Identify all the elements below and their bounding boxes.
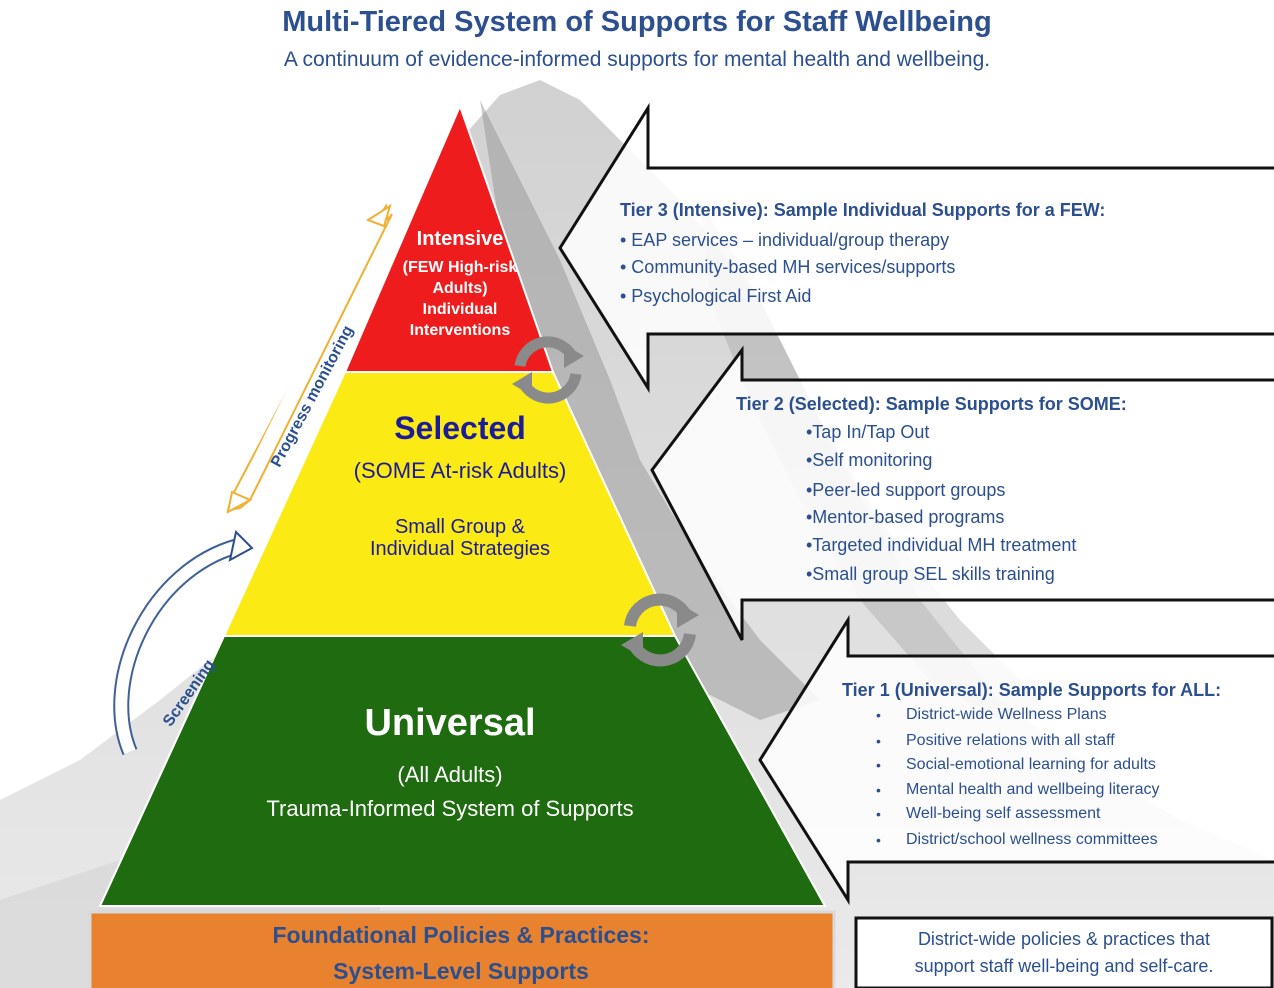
page-title: Multi-Tiered System of Supports for Staf… — [282, 6, 992, 38]
tier1-item: Social-emotional learning for adults — [906, 756, 1156, 773]
tier-intensive-line: Individual — [422, 301, 498, 318]
progress-monitoring-arrow — [226, 203, 393, 514]
tier3-item: • EAP services – individual/group therap… — [620, 230, 950, 250]
tier-selected-name: Selected — [394, 410, 526, 446]
tier2-heading: Tier 2 (Selected): Sample Supports for S… — [736, 394, 1127, 414]
screening-arrow — [113, 529, 254, 756]
tier2-item: •Small group SEL skills training — [806, 564, 1055, 584]
tier2-item: •Targeted individual MH treatment — [806, 535, 1077, 555]
tier-selected-description: Individual Strategies — [369, 538, 551, 560]
bullet-icon: • — [876, 832, 881, 848]
tier-intensive-line: Interventions — [409, 322, 511, 339]
tier-selected-subtitle: (SOME At-risk Adults) — [353, 458, 567, 483]
tier1-heading: Tier 1 (Universal): Sample Supports for … — [842, 680, 1222, 700]
tier1-item: Mental health and wellbeing literacy — [906, 781, 1160, 798]
tier2-item: •Tap In/Tap Out — [806, 422, 930, 442]
tier3-heading: Tier 3 (Intensive): Sample Individual Su… — [620, 200, 1106, 220]
bullet-icon: • — [876, 757, 881, 773]
tier-intensive-line: (FEW High-risk — [402, 259, 518, 276]
tier3-callout-arrow — [558, 102, 1274, 394]
cycle-icon — [512, 336, 584, 404]
tier2-item: •Self monitoring — [806, 450, 933, 470]
cycle-icon — [621, 593, 699, 667]
bullet-icon: • — [876, 733, 881, 749]
pyramid — [98, 103, 827, 907]
tier2-callout-arrow — [650, 345, 1274, 641]
tier-universal-description: Trauma-Informed System of Supports — [266, 796, 634, 821]
bullet-icon: • — [876, 806, 881, 822]
foundation-bar — [88, 910, 836, 988]
foundation-note-box — [854, 916, 1274, 988]
bullet-icon: • — [876, 782, 881, 798]
bullet-icon: • — [876, 707, 881, 723]
page-subtitle: A continuum of evidence-informed support… — [283, 48, 991, 71]
tier2-item: •Peer-led support groups — [806, 480, 1006, 500]
tier1-item: Well-being self assessment — [906, 805, 1101, 822]
tier-intensive-line: Adults) — [432, 280, 488, 297]
tier1-item: Positive relations with all staff — [906, 732, 1115, 749]
tier3-item: • Community-based MH services/supports — [620, 257, 956, 277]
tier1-callout-arrow — [758, 614, 1274, 906]
tier-intensive-name: Intensive — [416, 228, 504, 250]
tier-universal-subtitle: (All Adults) — [397, 762, 503, 787]
tier1-item: District/school wellness committees — [906, 831, 1158, 848]
tier2-item: •Mentor-based programs — [806, 507, 1005, 527]
foundation-note-line: support staff well-being and self-care. — [914, 956, 1214, 976]
tier3-item: • Psychological First Aid — [620, 286, 812, 306]
tier1-item: District-wide Wellness Plans — [906, 706, 1107, 723]
foundation-note-line: District-wide policies & practices that — [917, 929, 1211, 949]
foundation-title: Foundational Policies & Practices: — [272, 922, 650, 948]
tier-selected-description: Small Group & — [394, 516, 526, 538]
tier-intensive-shape — [343, 103, 555, 373]
tier-universal-name: Universal — [364, 702, 536, 744]
foundation-subtitle: System-Level Supports — [333, 958, 589, 984]
